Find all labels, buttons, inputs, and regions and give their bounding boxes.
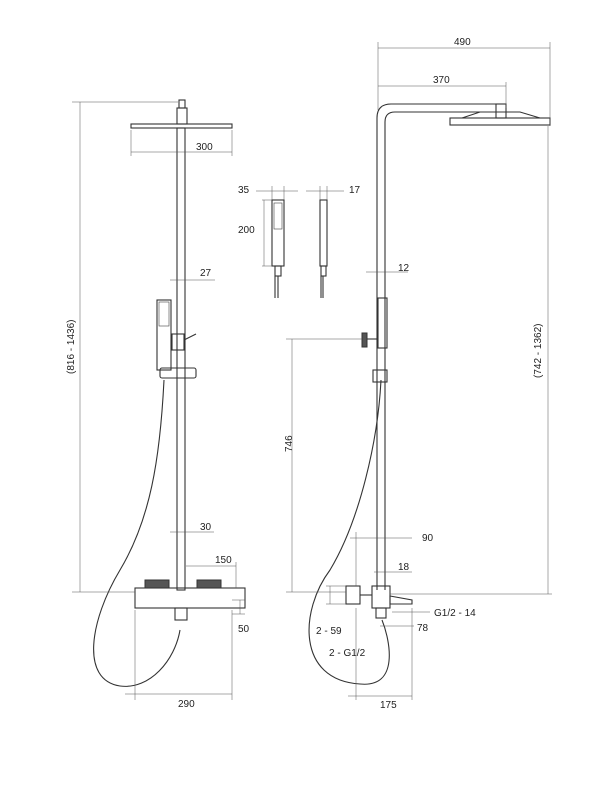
front-head-connector	[176, 107, 188, 125]
front-mixer-knob-left	[144, 579, 170, 589]
side-dimensions: 490 370 12 (742 - 1362) 746 90 18 G1/2 -…	[284, 37, 552, 711]
detail-handshower-side	[319, 199, 328, 267]
dim-50: 50	[238, 624, 250, 635]
side-hose	[308, 379, 390, 685]
dim-g12-14: G1/2 - 14	[434, 608, 476, 619]
dim-300: 300	[196, 142, 213, 153]
dim-18: 18	[398, 562, 410, 573]
side-head-top	[461, 111, 541, 119]
front-view	[93, 99, 246, 687]
side-wall-fitting	[345, 585, 361, 605]
dim-150: 150	[215, 555, 232, 566]
dim-200: 200	[238, 225, 255, 236]
side-riser-arm-inner	[384, 111, 502, 590]
dim-746: 746	[284, 435, 295, 452]
side-slide-bracket	[372, 369, 388, 383]
dim-90: 90	[422, 533, 434, 544]
front-mixer-knob-right	[196, 579, 222, 589]
dim-12: 12	[398, 263, 410, 274]
front-shower-head	[130, 123, 233, 129]
dim-35: 35	[238, 185, 250, 196]
dim-175: 175	[380, 700, 397, 711]
dim-78: 78	[417, 623, 429, 634]
side-mixer-body	[371, 585, 391, 609]
dim-27: 27	[200, 268, 212, 279]
front-hand-shower-face	[158, 301, 170, 327]
front-head-cap	[178, 99, 186, 109]
side-shower-head	[449, 117, 551, 126]
handshower-detail	[271, 199, 328, 298]
front-holder	[171, 333, 185, 351]
front-slide-bracket	[159, 367, 197, 379]
side-mixer-outlet	[375, 607, 387, 619]
handshower-dimensions: 35 17 200	[238, 185, 361, 267]
detail-handshower-side-neck	[320, 265, 327, 277]
side-view	[308, 103, 551, 685]
dim-490: 490	[454, 37, 471, 48]
dim-2-59: 2 - 59	[316, 626, 342, 637]
front-dimensions: 300 (816 - 1436) 27 30 150 50 290	[66, 101, 250, 710]
side-hand-shower	[377, 297, 388, 349]
dim-370: 370	[433, 75, 450, 86]
front-hand-shower	[156, 299, 172, 371]
detail-handshower-neck	[274, 265, 282, 277]
side-riser-arm	[376, 103, 506, 590]
dim-2-g12: 2 - G1/2	[329, 648, 366, 659]
front-mixer-outlet	[174, 607, 188, 621]
front-riser-pipe	[176, 127, 186, 591]
front-holder-lever	[183, 333, 197, 341]
dim-290: 290	[178, 699, 195, 710]
dim-816-1436: (816 - 1436)	[66, 320, 77, 374]
front-mixer-body	[134, 587, 246, 609]
side-valve-knob	[361, 332, 368, 348]
dim-17: 17	[349, 185, 361, 196]
front-hose	[93, 379, 181, 687]
dim-742-1362: (742 - 1362)	[533, 324, 544, 378]
dim-30: 30	[200, 522, 212, 533]
side-spout	[389, 595, 413, 605]
side-head-connector	[495, 103, 507, 119]
detail-handshower-spray	[273, 202, 283, 230]
